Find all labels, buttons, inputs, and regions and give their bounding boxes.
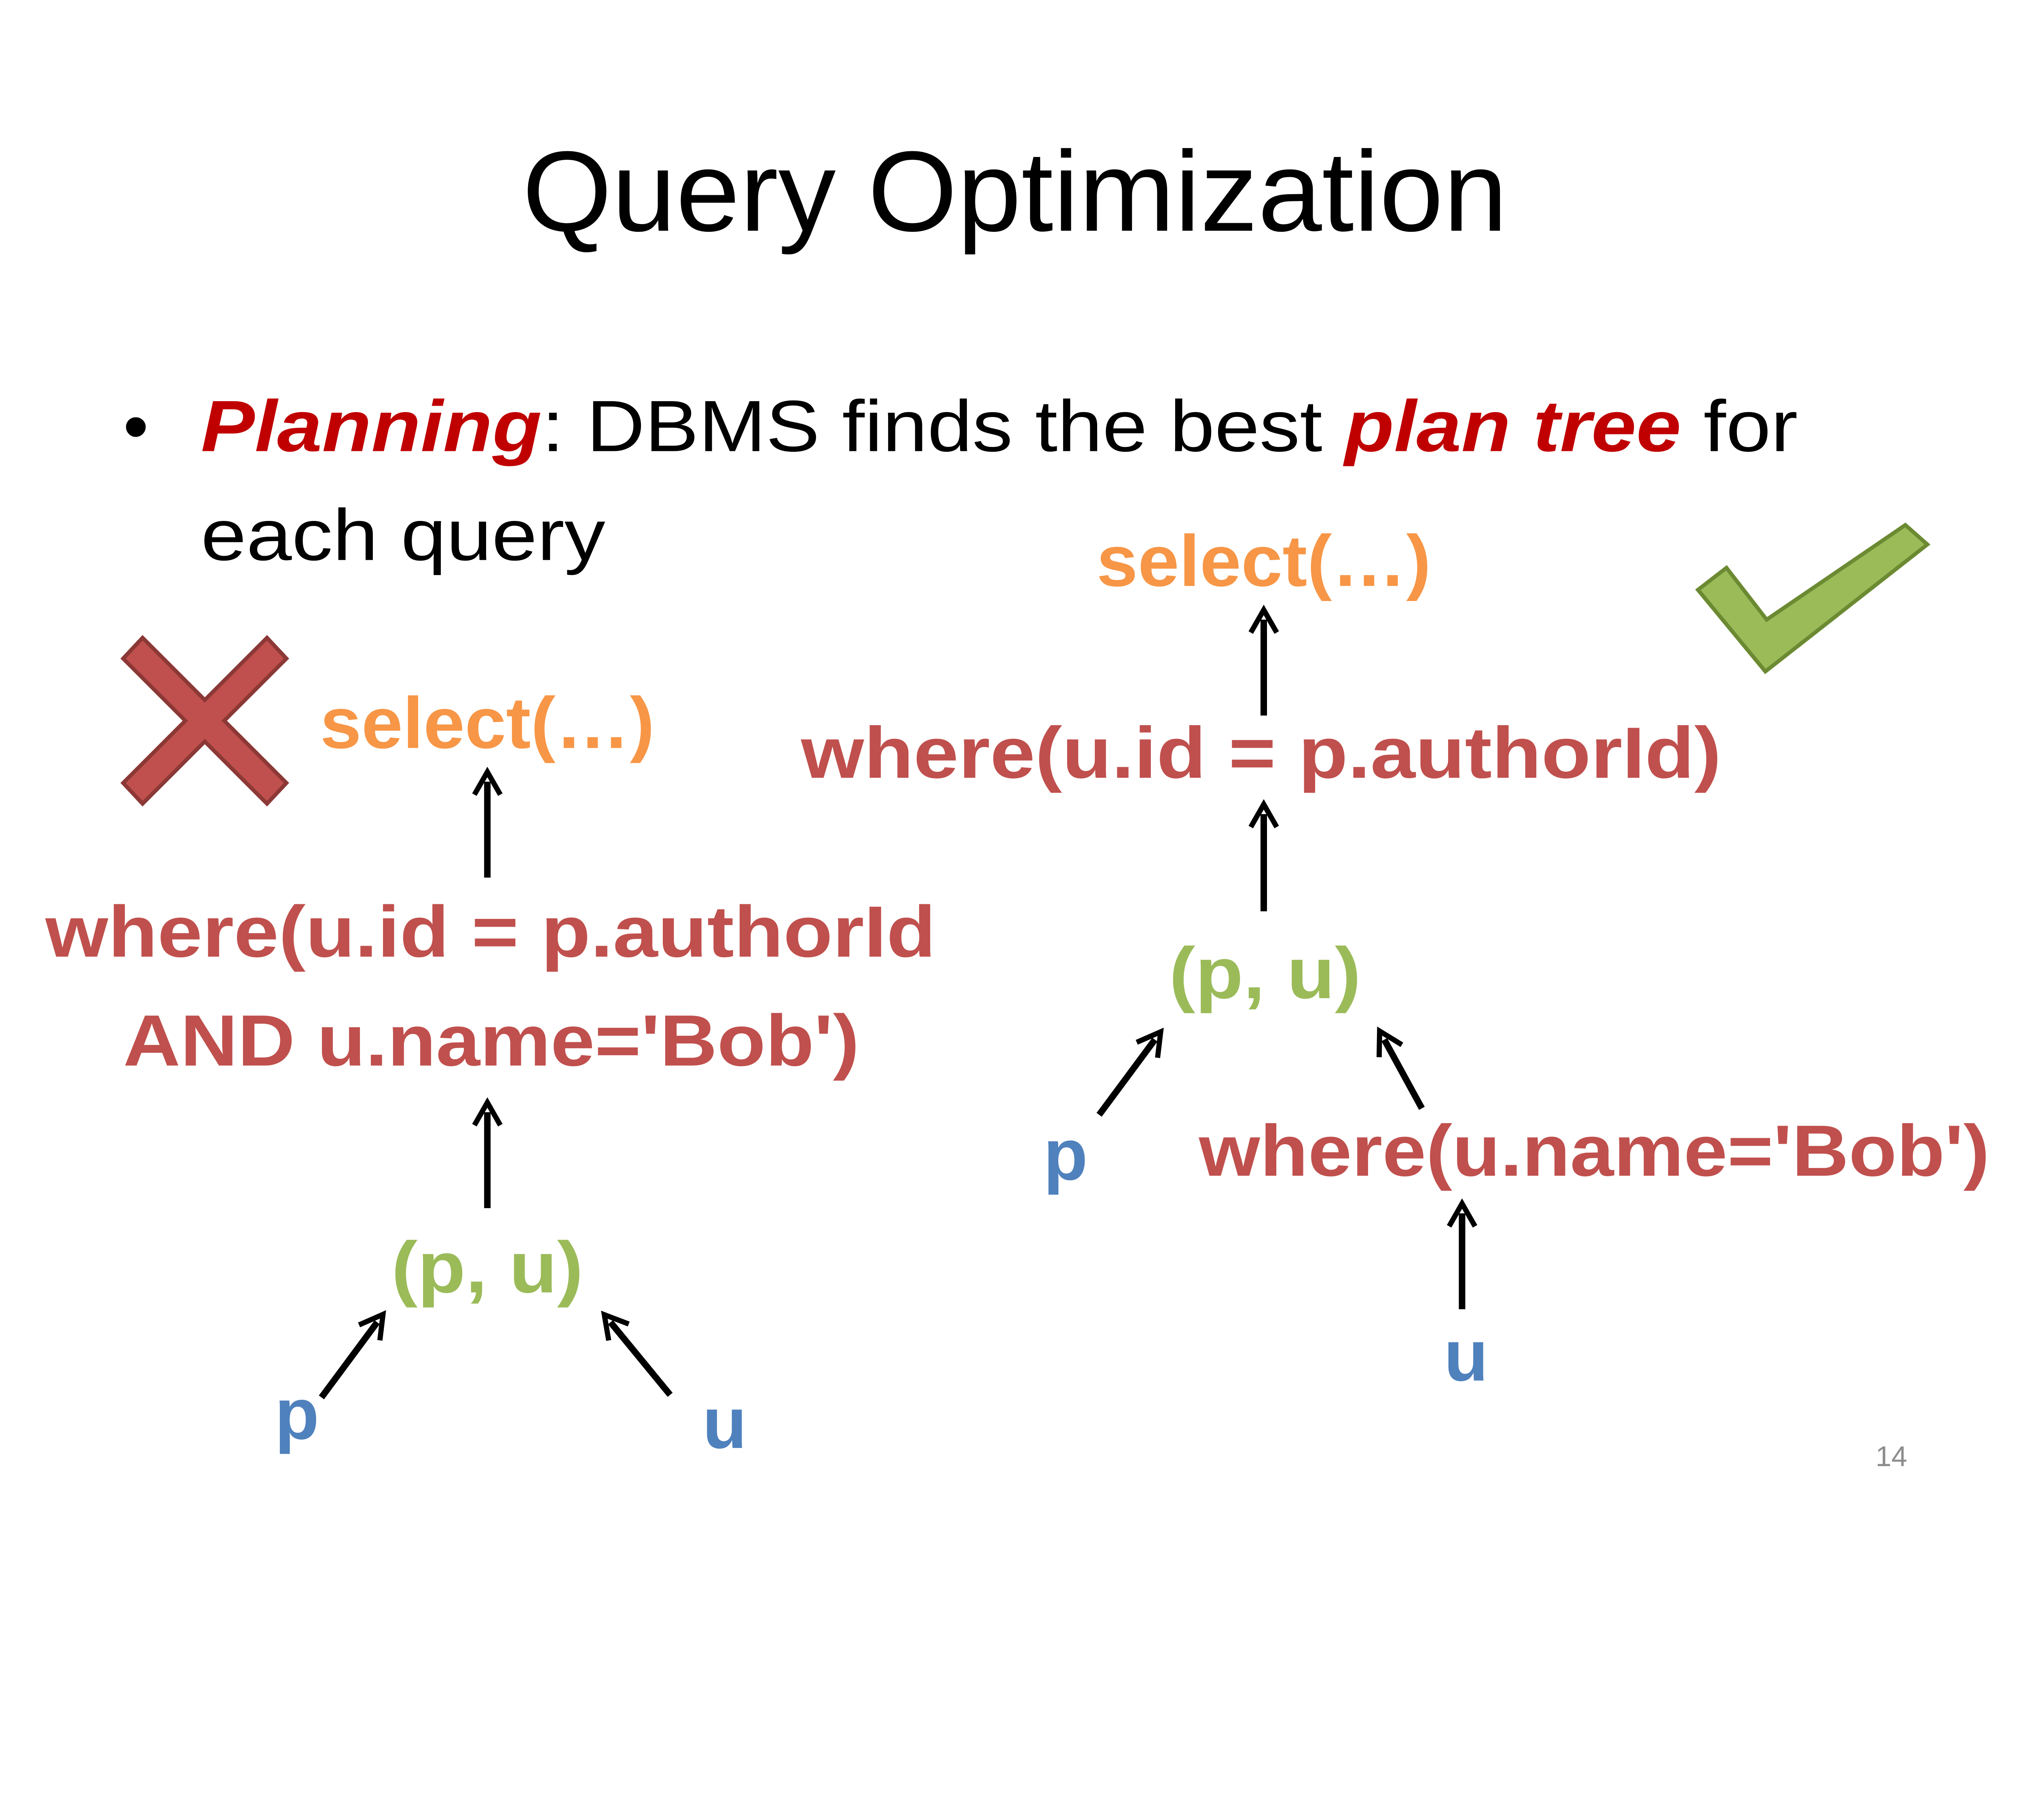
good-join: (p, u)	[1169, 933, 1361, 1014]
arrow-diag-icon	[1096, 1027, 1164, 1117]
bullet-line-1: Planning: DBMS finds the best plan tree …	[201, 386, 1798, 467]
bad-leaf-u: u	[702, 1383, 747, 1464]
good-select: select(…)	[1097, 521, 1431, 602]
arrow-diag-icon	[1376, 1026, 1425, 1110]
bullet-text-end: for	[1681, 386, 1798, 467]
good-where: where(u.id = p.authorId)	[801, 713, 1722, 794]
arrow-diag-icon	[601, 1310, 673, 1397]
page-number: 14	[1876, 1440, 1907, 1472]
bullet-line-2: each query	[201, 495, 605, 576]
term-planning: Planning	[201, 386, 542, 467]
bad-select: select(…)	[320, 683, 655, 764]
bullet-dot: •	[123, 386, 148, 467]
slide: Query Optimization • Planning: DBMS find…	[45, 128, 1990, 1472]
arrow-diag-icon	[319, 1310, 386, 1399]
checkmark-icon	[1695, 522, 1931, 674]
bullet-text: : DBMS finds the best	[542, 386, 1345, 467]
bad-where-line-1: where(u.id = p.authorId	[45, 891, 936, 972]
cross-icon	[120, 635, 290, 807]
bad-join: (p, u)	[391, 1227, 583, 1308]
term-plan-tree: plan tree	[1343, 386, 1681, 467]
good-leaf-p: p	[1043, 1115, 1088, 1196]
bad-leaf-p: p	[275, 1374, 319, 1455]
good-filter: where(u.name='Bob')	[1199, 1111, 1990, 1191]
good-leaf-u: u	[1444, 1315, 1489, 1396]
bad-where-line-2: AND u.name='Bob')	[123, 1001, 859, 1081]
slide-title: Query Optimization	[522, 128, 1508, 256]
